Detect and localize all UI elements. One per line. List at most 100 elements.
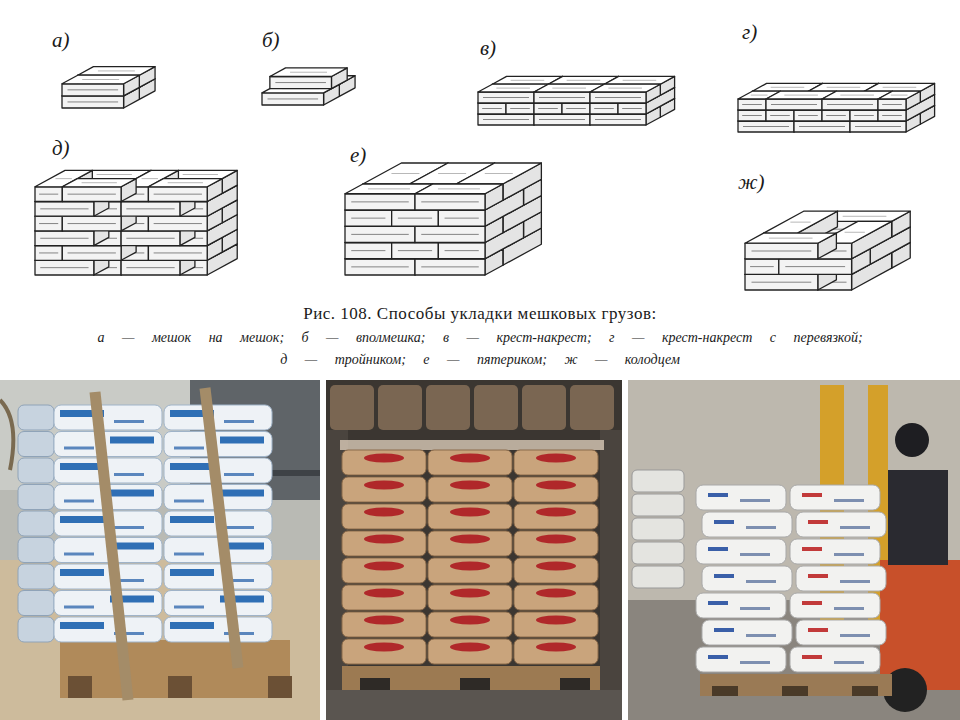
- bag-print: [840, 634, 870, 637]
- bag-top: [764, 211, 838, 233]
- bag-front: [62, 96, 124, 108]
- bag-logo: [536, 481, 576, 490]
- bag-top: [148, 179, 222, 187]
- bag-seam: [445, 218, 479, 219]
- pallet-gap: [852, 686, 878, 696]
- bag-print: [808, 628, 828, 632]
- bag-print: [714, 520, 734, 524]
- bag-fold: [608, 88, 642, 89]
- bag-front: [738, 121, 794, 132]
- bag-seam: [40, 208, 88, 209]
- bag-seam: [421, 266, 479, 267]
- bag: [514, 450, 598, 475]
- bag-print: [808, 520, 828, 524]
- bag-print: [110, 490, 154, 497]
- bag: [796, 620, 886, 645]
- bag-stack-figure: [262, 68, 355, 105]
- bag-print: [714, 628, 734, 632]
- bag-seam: [827, 104, 873, 105]
- bag-print: [708, 547, 728, 551]
- bag-logo: [364, 643, 404, 652]
- bag: [514, 585, 598, 610]
- bag-end: [18, 405, 54, 430]
- bag-stack-figure: [345, 163, 541, 275]
- bag-front: [345, 259, 415, 275]
- figure-letter: е): [350, 143, 366, 168]
- pallet-gap: [460, 678, 490, 690]
- bag-seam: [594, 108, 614, 109]
- bag-front: [35, 260, 94, 275]
- figure-caption: Рис. 108. Способы укладки мешковых грузо…: [303, 304, 656, 324]
- bag-seam: [421, 201, 479, 202]
- bag-end: [18, 591, 54, 616]
- bag: [342, 531, 426, 556]
- bag-front: [590, 92, 646, 103]
- bag-logo: [536, 616, 576, 625]
- bag-print: [802, 601, 822, 605]
- bag-seam: [750, 266, 774, 267]
- bag-front: [438, 243, 485, 259]
- wooden-pallet: [342, 666, 600, 690]
- bag-front: [878, 99, 906, 110]
- bag-front: [148, 246, 207, 261]
- background-bags: [330, 385, 374, 430]
- bag-front: [438, 210, 485, 226]
- bag-end: [18, 432, 54, 457]
- bag-top: [62, 179, 136, 187]
- bag-print: [834, 553, 864, 556]
- bag: [342, 504, 426, 529]
- bag-fold: [391, 173, 419, 174]
- bag-front: [478, 92, 534, 103]
- bag-front: [62, 187, 121, 202]
- bag-seam: [854, 115, 874, 116]
- bag-stack-figure: [738, 83, 935, 132]
- bag-logo: [364, 454, 404, 463]
- bag-front: [534, 114, 590, 125]
- bag-front: [415, 194, 485, 210]
- bag: [514, 612, 598, 637]
- shrink-wrap: [340, 440, 604, 450]
- bag-top: [878, 91, 920, 99]
- bag-seam: [595, 97, 641, 98]
- background-bags: [426, 385, 470, 430]
- bag-seam: [539, 97, 585, 98]
- bag-print: [708, 493, 728, 497]
- bag: [702, 512, 792, 537]
- warehouse-background: [326, 380, 622, 720]
- bag-seam: [154, 252, 202, 253]
- forklift-body: [880, 560, 960, 690]
- bag-print: [220, 437, 264, 444]
- cement-bag: [164, 564, 272, 589]
- bag-fold: [845, 232, 865, 233]
- bag-fold: [290, 72, 327, 73]
- bag-logo: [536, 562, 576, 571]
- bag-top: [745, 233, 836, 243]
- warehouse-wall: [628, 380, 960, 720]
- background-bags: [474, 385, 518, 430]
- bag: [428, 450, 512, 475]
- bag-fold: [168, 182, 203, 183]
- bag-front: [534, 92, 590, 103]
- bag-print: [114, 420, 144, 423]
- bag-seam: [742, 104, 762, 105]
- bag-print: [60, 516, 104, 523]
- bag-top: [415, 184, 503, 194]
- bag-front: [345, 226, 415, 242]
- bag-fold: [840, 95, 874, 96]
- bag-front: [766, 99, 822, 110]
- cement-bag: [54, 432, 162, 457]
- bag-logo: [536, 643, 576, 652]
- background-bags: [522, 385, 566, 430]
- bag-print: [740, 607, 770, 610]
- bag-stack-figure: [745, 211, 910, 290]
- bag-front: [415, 226, 485, 242]
- background-bag: [632, 566, 684, 588]
- bag-print: [174, 500, 204, 503]
- bag: [428, 531, 512, 556]
- background-bag: [632, 494, 684, 516]
- bag-print: [170, 569, 214, 576]
- bag-seam: [39, 223, 58, 224]
- bag-print: [114, 526, 144, 529]
- bag-front: [262, 93, 324, 105]
